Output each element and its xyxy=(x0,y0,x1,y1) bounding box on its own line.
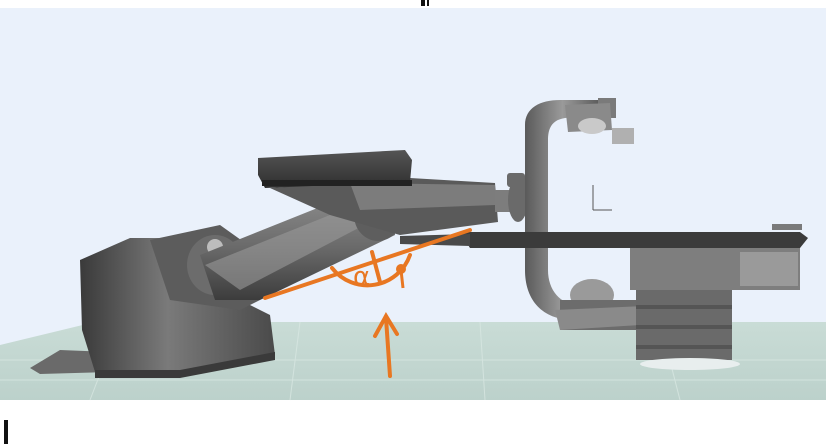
top-edge-mark-2 xyxy=(427,0,429,6)
c-arm-icon xyxy=(525,98,645,330)
angle-annotation xyxy=(263,228,472,378)
patient-table-icon xyxy=(400,224,808,370)
angle-dot xyxy=(396,264,406,274)
angle-alpha-label: α xyxy=(353,262,370,292)
text-cursor xyxy=(4,420,8,444)
reference-line xyxy=(263,228,472,300)
arrow-shaft xyxy=(384,316,392,378)
robot-arm-icon xyxy=(30,150,528,378)
arrow-head xyxy=(373,312,399,338)
top-edge-mark xyxy=(421,0,425,6)
